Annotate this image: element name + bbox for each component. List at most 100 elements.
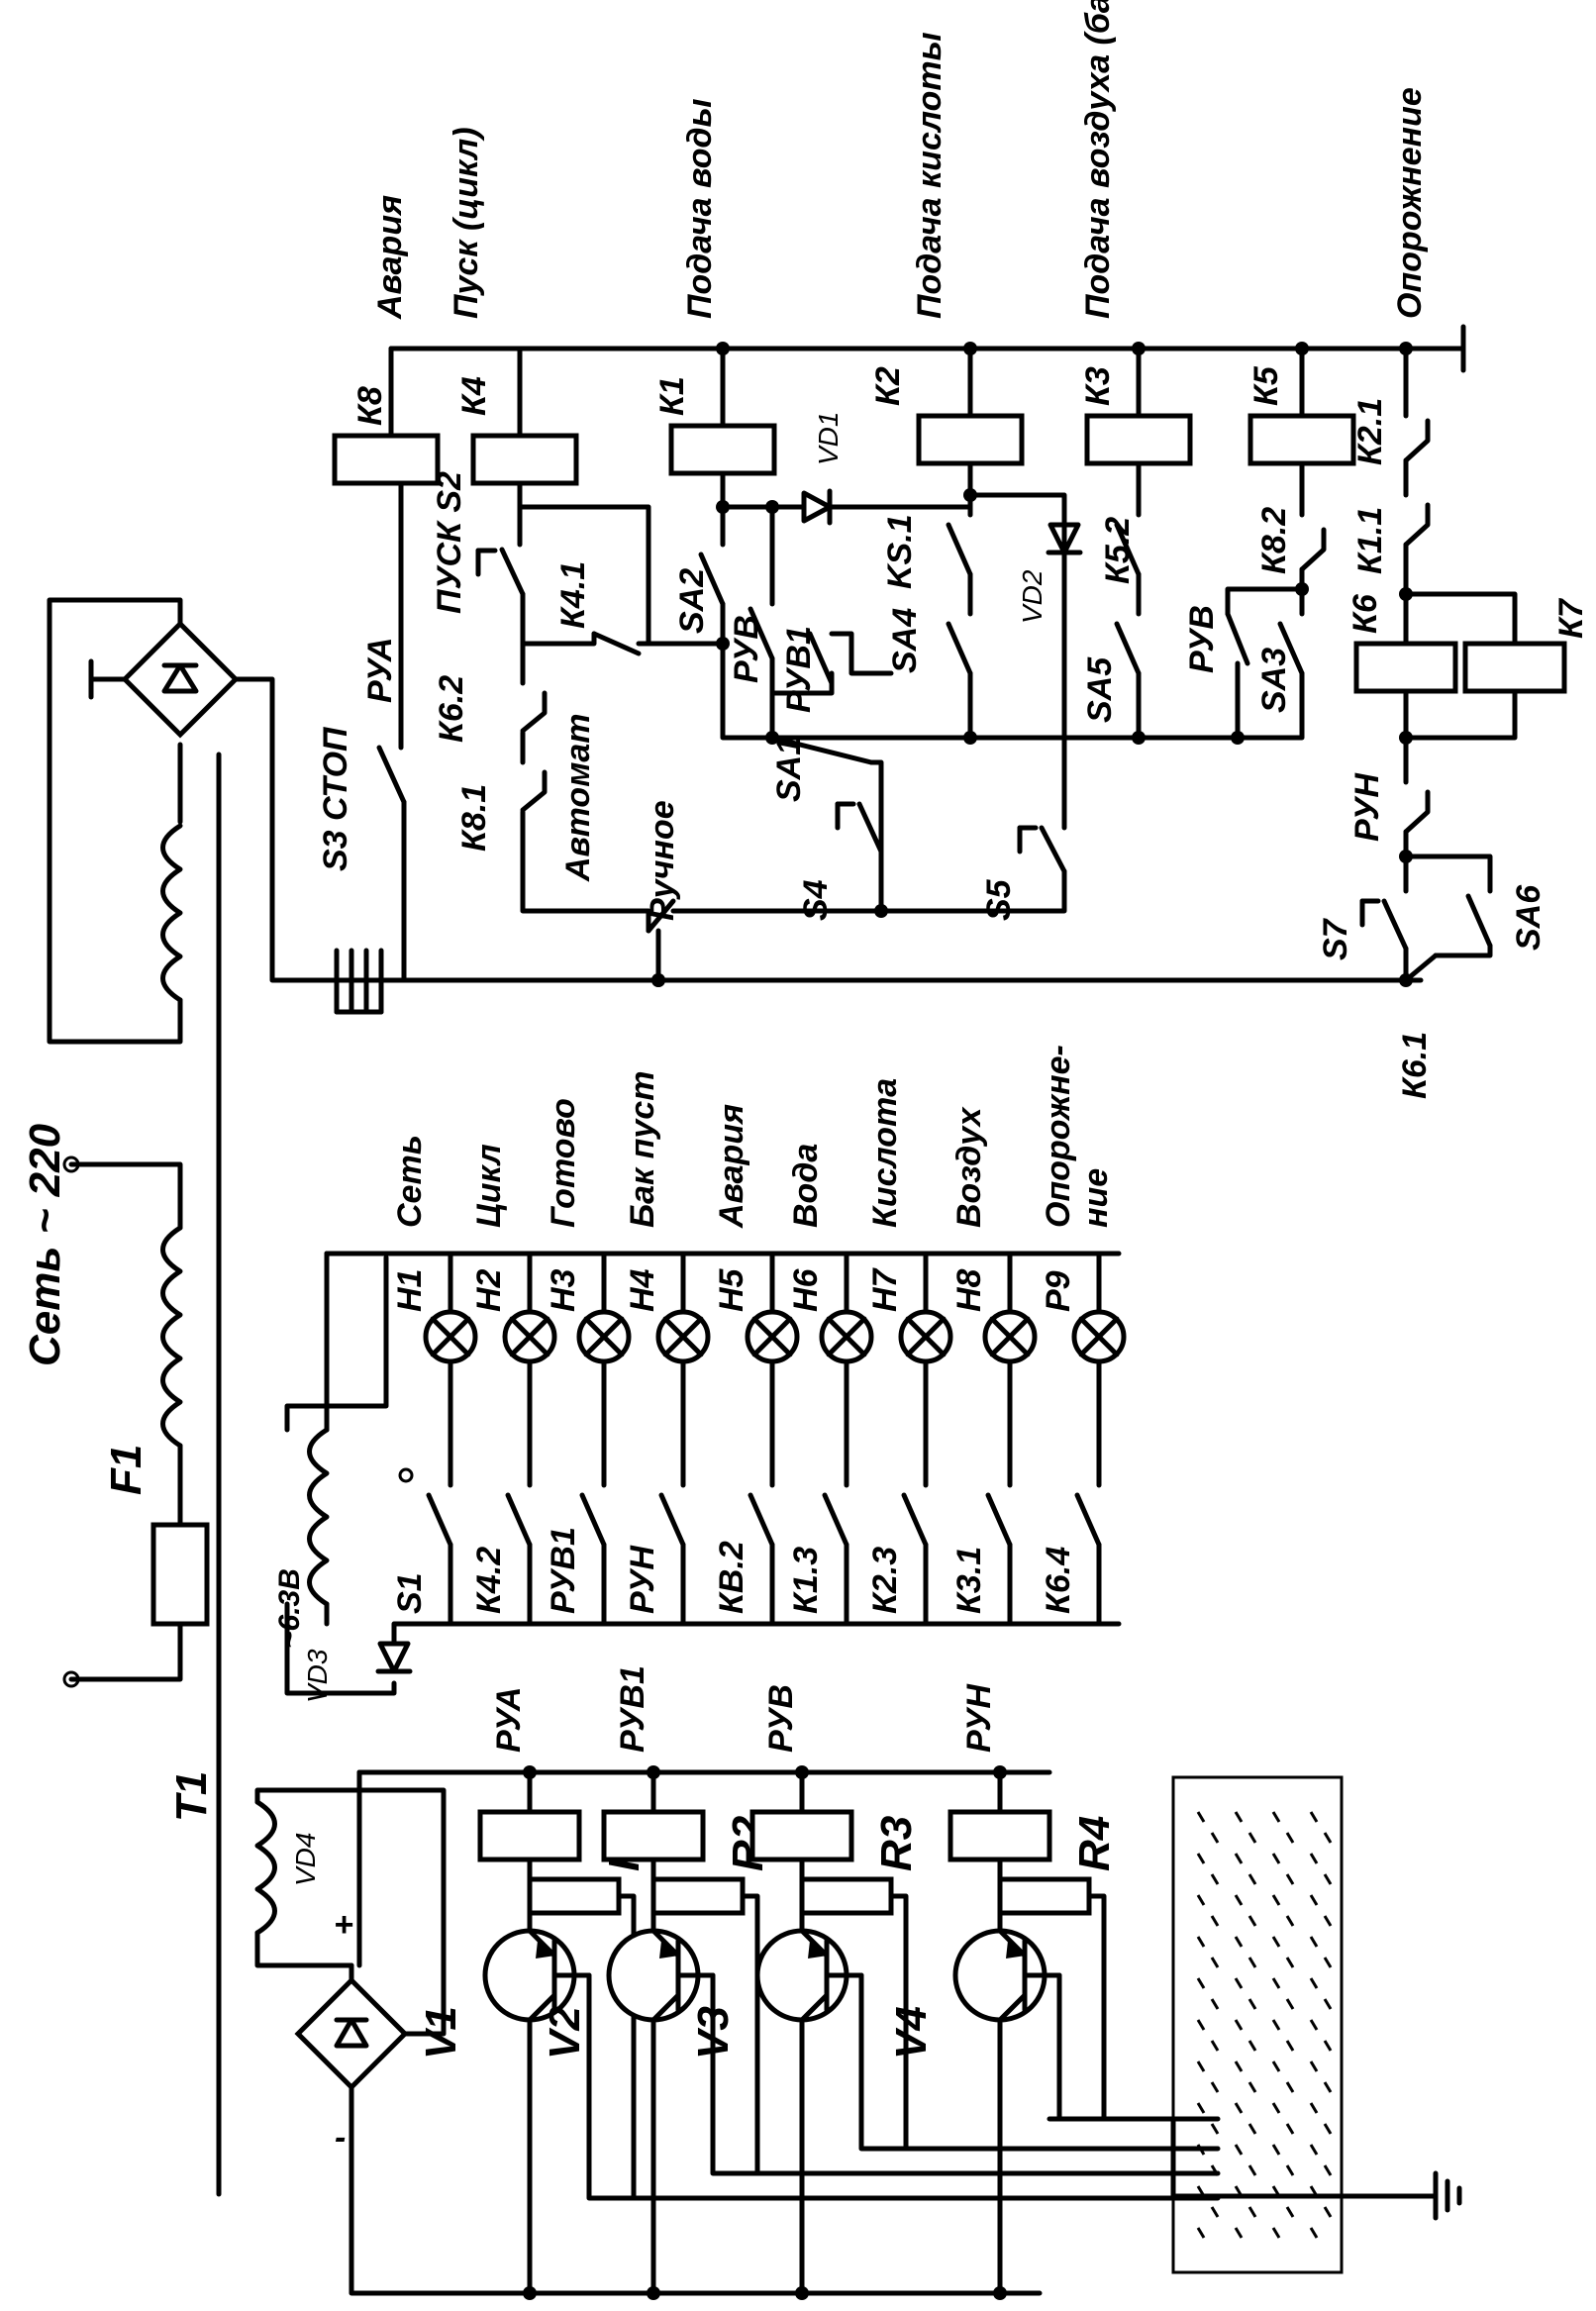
lamp-function-label: Бак пуст: [624, 1071, 661, 1228]
lamp-contact-label: РУН: [624, 1545, 661, 1614]
contact-k4-1: [591, 631, 642, 656]
lamp-contact: [579, 1492, 607, 1548]
secondary-winding-lamps: [307, 1427, 330, 1607]
lamp-contact: [985, 1492, 1013, 1548]
lamp-id-label: Н7: [866, 1266, 904, 1312]
water-tank: [1171, 1775, 1344, 2274]
switch-manual: [646, 898, 676, 934]
contact-ruv1: [807, 631, 835, 686]
sa4-label: SA4: [886, 608, 924, 673]
k2-1-label: К2.1: [1351, 398, 1389, 465]
contactor-circuit: [324, 324, 1567, 1015]
secondary-voltage-label: ~6.3В: [273, 1568, 306, 1649]
contact-k2-1: [1403, 418, 1431, 463]
contact-sa4: [946, 621, 973, 676]
lamp-function-label: Цикл: [470, 1144, 508, 1228]
lamp-function-label: ние: [1077, 1168, 1115, 1228]
k8-1-label: К8.1: [455, 784, 493, 852]
lamp-function-label: Авария: [713, 1104, 750, 1229]
resistor: [997, 1876, 1092, 1916]
fuse-f1: [150, 1522, 210, 1627]
vd1-label: VD1: [813, 412, 844, 465]
level-sensor-circuit: V1R1РУАV2R2РУВ1V3R3РУВV4R4РУН: [254, 1665, 1462, 2300]
minus-label: -: [335, 2119, 346, 2157]
lamp-icon: [502, 1309, 557, 1364]
lamp-icon: [1071, 1309, 1127, 1364]
tank-water: [1196, 1811, 1333, 2239]
lamp-icon: [819, 1309, 874, 1364]
secondary-winding-control: [160, 823, 183, 1003]
ruv-label: РУВ: [728, 615, 765, 683]
vd3-label: VD3: [302, 1649, 333, 1703]
lamp-contact: [505, 1492, 533, 1548]
sa1-label: SA1: [770, 737, 808, 802]
coil-k4: [470, 433, 579, 486]
resistor: [527, 1876, 622, 1916]
lamp-contact-label: К3.1: [950, 1547, 988, 1614]
contact-k6-1: [1403, 953, 1439, 983]
k4-1-label: К4.1: [554, 561, 592, 629]
primary-circuit: [62, 1156, 210, 1688]
relay-coil: [749, 1809, 854, 1862]
sa3-label: SA3: [1255, 648, 1293, 713]
lamp-id-label: Н3: [545, 1268, 582, 1312]
relay-coil: [477, 1809, 582, 1862]
resistor-label: R3: [872, 1816, 921, 1871]
start-s2: [499, 547, 526, 597]
sa2-label: SA2: [673, 568, 711, 634]
relay-coil: [601, 1809, 706, 1862]
start-label: ПУСК S2: [431, 471, 468, 614]
lamp-contact: [1074, 1492, 1102, 1548]
lamp-icon: [576, 1309, 632, 1364]
contact-sa2: [698, 552, 726, 607]
lamp-id-label: Р9: [1040, 1270, 1077, 1312]
coil-k7: [1462, 641, 1567, 694]
s7-label: S7: [1317, 917, 1354, 960]
relay-label: РУВ: [762, 1684, 800, 1753]
lamp-contact-label: К6.4: [1040, 1547, 1077, 1614]
k6-2-label: К6.2: [433, 675, 470, 743]
k1-1-label: К1.1: [1351, 507, 1389, 574]
resistor: [650, 1876, 746, 1916]
vd4-label: VD4: [290, 1833, 321, 1886]
coil-k2-label: К2: [869, 366, 907, 406]
contact-k5-2: [1114, 522, 1142, 577]
labels: Сеть ~ 220 F1 T1 ~6.3В VD3 VD4 + - Авари…: [21, 0, 1590, 2157]
lamp-contact: [822, 1492, 849, 1548]
s4-label: S4: [797, 879, 835, 921]
bridge-rectifier-top: [121, 620, 240, 739]
relay-label: РУН: [960, 1683, 998, 1753]
ks1-label: KS.1: [881, 514, 919, 589]
lamp-contact: [658, 1492, 686, 1548]
bus-label-2: Пуск (цикл): [448, 127, 485, 319]
lamp-contact-label: К2.3: [866, 1547, 904, 1614]
ruv-2-label: РУВ: [1183, 605, 1221, 673]
manual-label: Ручное: [644, 800, 681, 921]
plus-label: +: [334, 1906, 353, 1944]
contact-sa1: [769, 735, 874, 765]
coil-k5-label: К5: [1247, 365, 1285, 406]
lamp-contact-label: КВ.2: [713, 1541, 750, 1614]
lamp-id-label: Н5: [713, 1267, 750, 1312]
lamp-function-label: Воздух: [950, 1105, 988, 1228]
diode-vd1: [801, 490, 833, 524]
secondary-winding-sensors: [254, 1799, 277, 1936]
lamp-icon: [898, 1309, 953, 1364]
relay-label: РУА: [490, 1687, 528, 1753]
contact-k8-1: [520, 769, 548, 813]
lamp-contact: [426, 1492, 453, 1548]
switch-sa6: [1465, 893, 1493, 949]
lamp-id-label: Н2: [470, 1268, 508, 1312]
coil-k6-label: К6: [1347, 593, 1384, 634]
transistor-label: V4: [887, 2006, 936, 2060]
run-label: РУН: [1348, 772, 1386, 842]
coil-k6: [1353, 641, 1458, 694]
coil-k3: [1084, 413, 1193, 466]
